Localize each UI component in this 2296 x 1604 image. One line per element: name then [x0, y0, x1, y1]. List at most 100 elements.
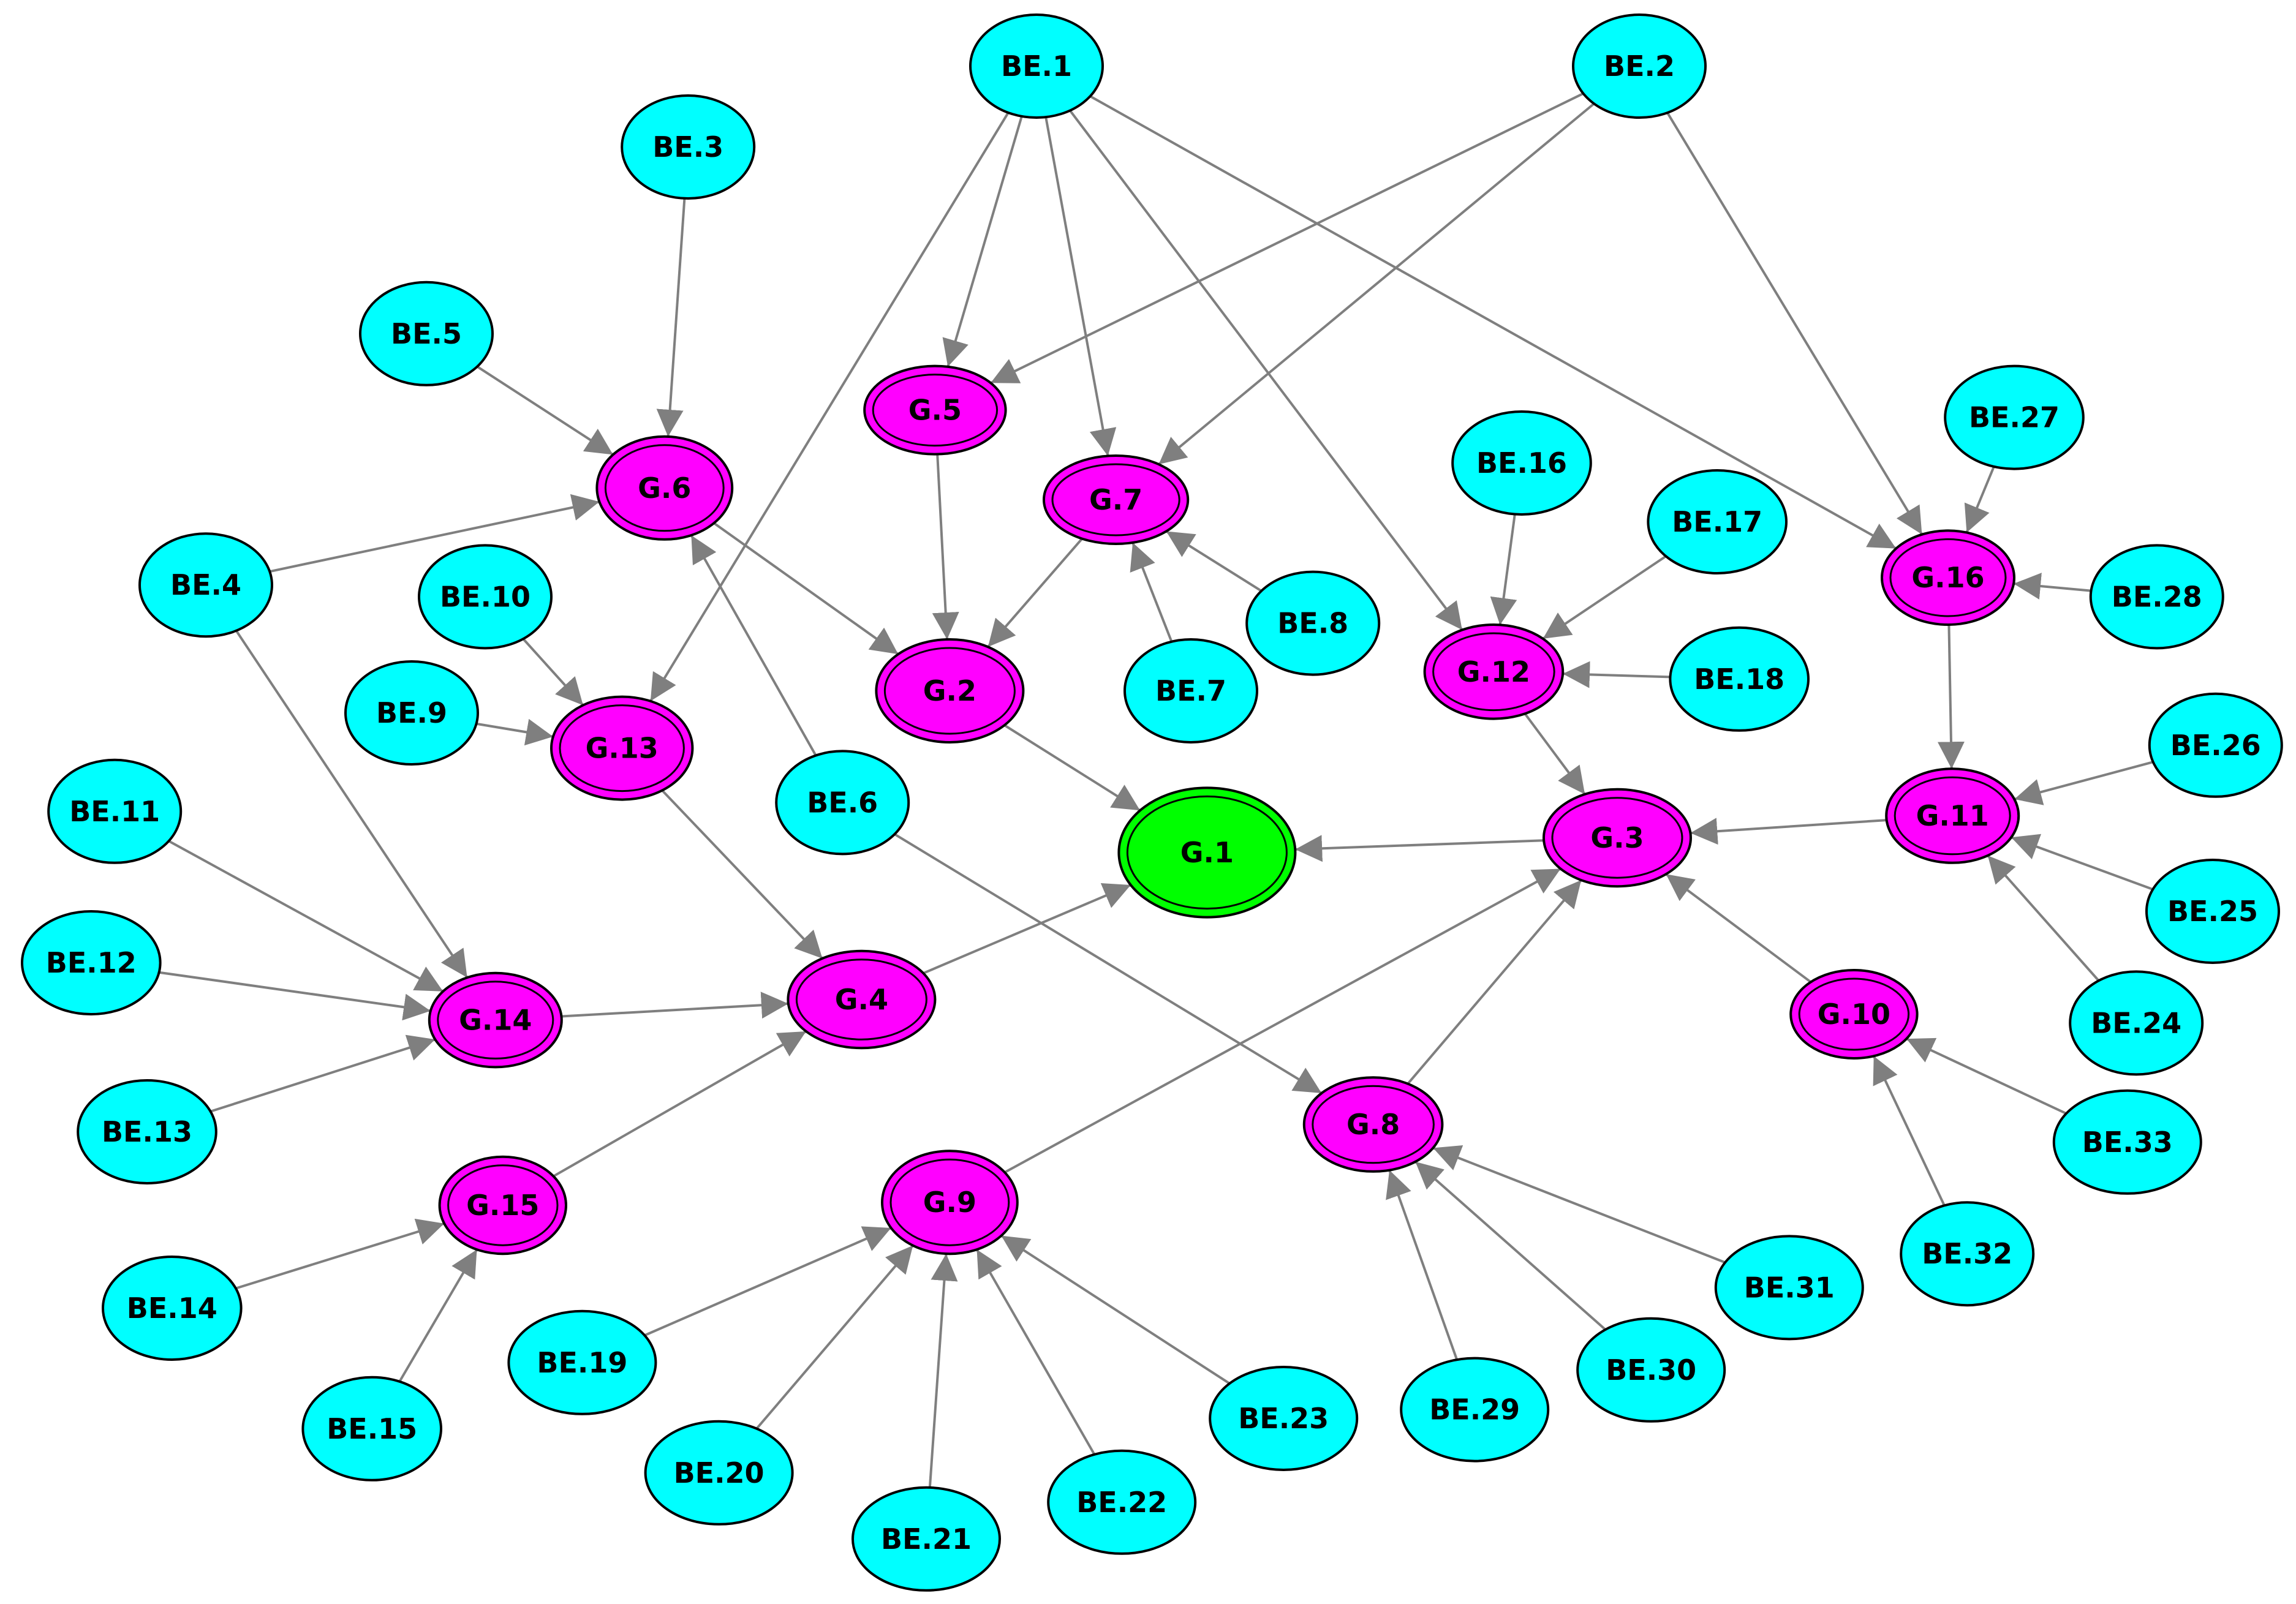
node-be14-label: BE.14: [127, 1292, 217, 1325]
node-be19-shape: [507, 1309, 657, 1415]
node-be6[interactable]: BE.6: [775, 750, 910, 856]
edge-g16-to-g11: [1937, 624, 1965, 769]
node-g3-shape: [1543, 788, 1692, 888]
edge-be1-to-g13: [649, 111, 1010, 702]
node-g9-shape: [881, 1150, 1019, 1256]
node-be20[interactable]: BE.20: [644, 1420, 794, 1526]
edge-be9-to-g13: [476, 718, 554, 746]
node-be8-label: BE.8: [1277, 607, 1348, 640]
node-be9[interactable]: BE.9: [344, 660, 479, 766]
node-g1[interactable]: G.1: [1117, 786, 1297, 919]
node-g15-shape: [438, 1155, 567, 1256]
node-be23[interactable]: BE.23: [1209, 1366, 1359, 1471]
node-be20-label: BE.20: [674, 1456, 765, 1489]
node-be32[interactable]: BE.32: [1900, 1201, 2035, 1307]
edge-be13-to-g14: [210, 1034, 436, 1113]
edge-g2-to-g1: [1003, 724, 1141, 811]
node-g13[interactable]: G.13: [550, 695, 694, 801]
node-g14[interactable]: G.14: [428, 971, 563, 1069]
node-g4[interactable]: G.4: [787, 949, 937, 1050]
node-be27[interactable]: BE.27: [1944, 364, 2085, 470]
node-be16[interactable]: BE.16: [1451, 410, 1592, 516]
edge-g5-to-g2: [932, 454, 959, 640]
node-be15[interactable]: BE.15: [301, 1376, 443, 1482]
node-be4-shape: [138, 532, 273, 638]
node-be21[interactable]: BE.21: [852, 1486, 1001, 1592]
node-be7[interactable]: BE.7: [1123, 638, 1258, 744]
node-be17[interactable]: BE.17: [1647, 469, 1788, 574]
node-g6-shape: [595, 435, 734, 541]
node-g12[interactable]: G.12: [1423, 623, 1565, 720]
edge-be20-to-g9: [755, 1244, 914, 1429]
node-g4-inner-ring: [795, 958, 927, 1041]
node-be33[interactable]: BE.33: [2052, 1089, 2202, 1195]
node-g8[interactable]: G.8: [1302, 1076, 1444, 1173]
node-g3[interactable]: G.3: [1543, 788, 1692, 888]
node-be11[interactable]: BE.11: [47, 758, 183, 864]
node-be22[interactable]: BE.22: [1047, 1449, 1197, 1555]
node-be26[interactable]: BE.26: [2148, 692, 2283, 798]
edge-g10-to-g3: [1665, 873, 1812, 984]
node-be28[interactable]: BE.28: [2089, 544, 2224, 650]
node-be12-shape: [21, 910, 162, 1015]
node-be14[interactable]: BE.14: [101, 1256, 243, 1361]
node-be12-label: BE.12: [46, 946, 137, 979]
node-g11-shape: [1885, 767, 2020, 864]
node-be18-shape: [1669, 626, 1810, 732]
node-g9[interactable]: G.9: [881, 1150, 1019, 1256]
node-be19[interactable]: BE.19: [507, 1309, 657, 1415]
edge-be6-to-g8: [894, 833, 1323, 1094]
node-g14-inner-ring: [437, 981, 554, 1060]
node-be31-shape: [1714, 1235, 1864, 1341]
node-g1-inner-ring: [1126, 795, 1288, 910]
node-be22-label: BE.22: [1076, 1486, 1167, 1519]
edge-g6-to-g2: [713, 522, 899, 655]
node-be30[interactable]: BE.30: [1576, 1317, 1726, 1423]
edge-be31-to-g8: [1432, 1145, 1726, 1264]
edge-g3-to-g1: [1295, 835, 1544, 862]
node-g6[interactable]: G.6: [595, 435, 734, 541]
node-g5[interactable]: G.5: [863, 364, 1007, 456]
node-be3-shape: [621, 94, 756, 200]
node-be1[interactable]: BE.1: [969, 13, 1104, 119]
node-be3[interactable]: BE.3: [621, 94, 756, 200]
edge-be4-to-g14: [235, 630, 469, 979]
node-be23-label: BE.23: [1238, 1402, 1329, 1435]
node-be4[interactable]: BE.4: [138, 532, 273, 638]
node-be29[interactable]: BE.29: [1400, 1357, 1550, 1463]
node-g15[interactable]: G.15: [438, 1155, 567, 1256]
node-be18-label: BE.18: [1694, 663, 1784, 696]
node-g16[interactable]: G.16: [1881, 529, 2015, 627]
node-be20-shape: [644, 1420, 794, 1526]
node-g1-label: G.1: [1180, 836, 1234, 869]
edge-g9-to-g3: [1004, 867, 1562, 1173]
node-g3-label: G.3: [1590, 821, 1644, 854]
node-be1-shape: [969, 13, 1104, 119]
edge-g15-to-g4: [553, 1030, 807, 1178]
node-g11[interactable]: G.11: [1885, 767, 2020, 864]
node-be25[interactable]: BE.25: [2145, 859, 2280, 964]
node-be8-shape: [1245, 570, 1381, 676]
node-g2[interactable]: G.2: [875, 638, 1025, 744]
node-g7[interactable]: G.7: [1043, 454, 1190, 545]
node-g10-label: G.10: [1818, 998, 1890, 1031]
edge-be16-to-g12: [1490, 514, 1517, 625]
node-be23-shape: [1209, 1366, 1359, 1471]
node-be10[interactable]: BE.10: [418, 544, 553, 650]
node-be28-label: BE.28: [2112, 580, 2202, 613]
node-g7-label: G.7: [1089, 483, 1142, 516]
node-be13[interactable]: BE.13: [77, 1079, 217, 1184]
node-be24[interactable]: BE.24: [2069, 970, 2204, 1076]
node-be31-label: BE.31: [1744, 1271, 1835, 1304]
node-be17-shape: [1647, 469, 1788, 574]
node-be5-label: BE.5: [391, 317, 462, 350]
node-be18[interactable]: BE.18: [1669, 626, 1810, 732]
node-g10[interactable]: G.10: [1789, 969, 1919, 1060]
node-g2-label: G.2: [923, 674, 976, 707]
node-be12[interactable]: BE.12: [21, 910, 162, 1015]
node-be5[interactable]: BE.5: [359, 281, 494, 386]
node-be27-label: BE.27: [1969, 401, 2060, 434]
node-be31[interactable]: BE.31: [1714, 1235, 1864, 1341]
node-be2[interactable]: BE.2: [1572, 13, 1707, 119]
node-be8[interactable]: BE.8: [1245, 570, 1381, 676]
